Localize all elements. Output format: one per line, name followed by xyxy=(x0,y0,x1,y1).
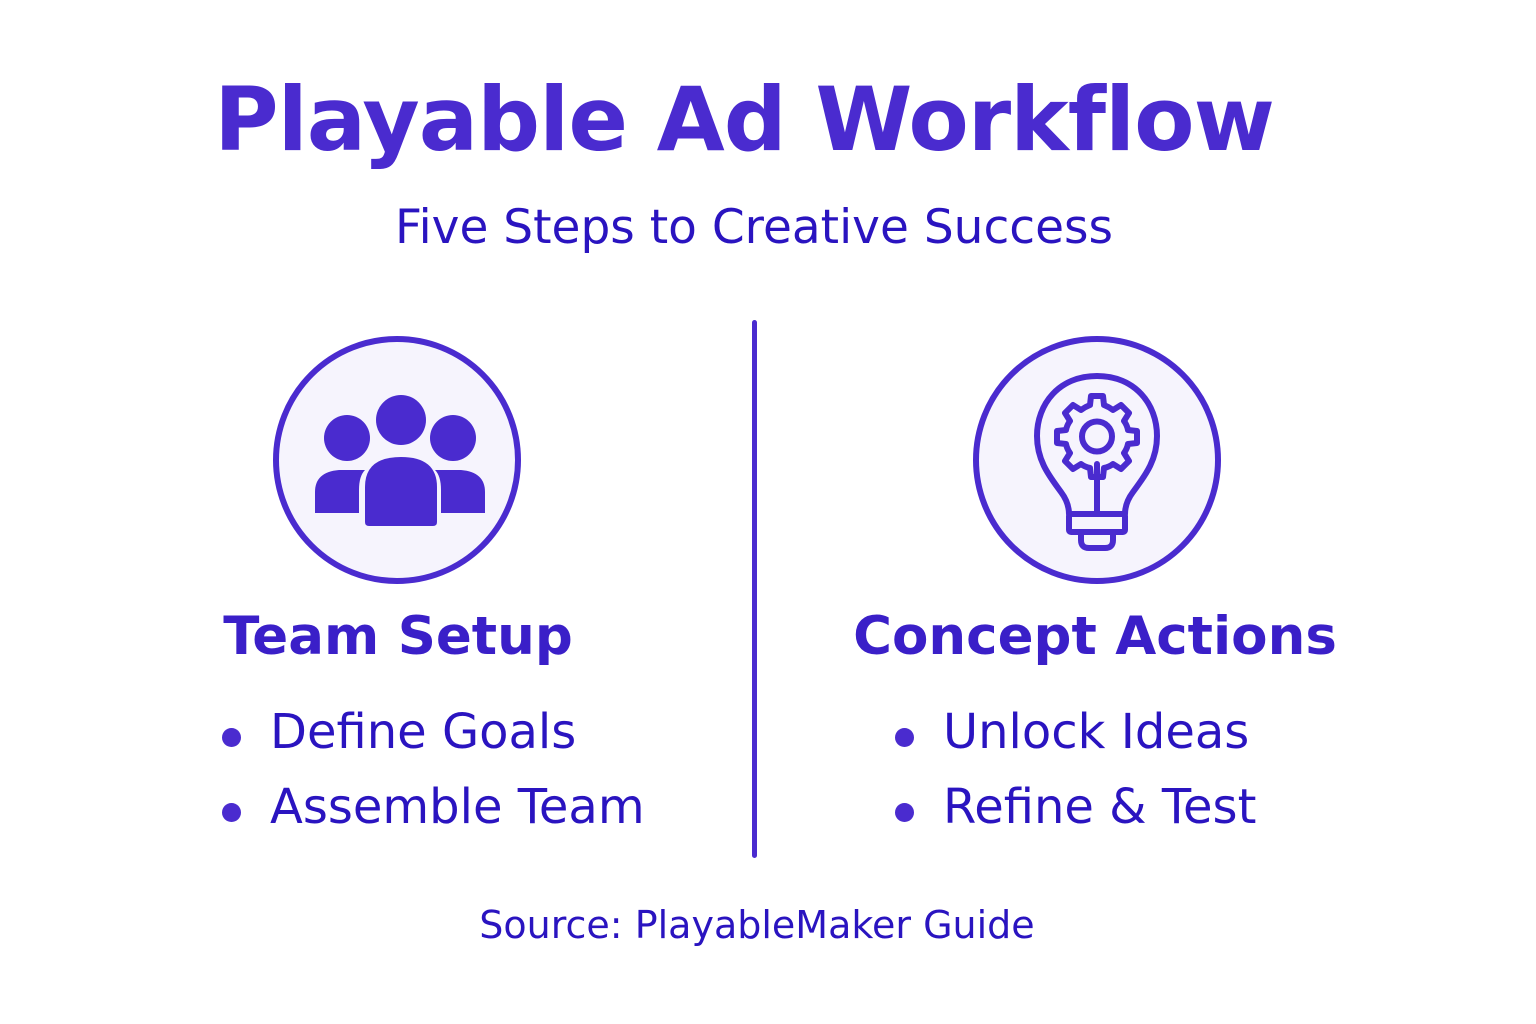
list-item: Assemble Team xyxy=(220,777,645,852)
team-group-icon xyxy=(315,395,485,526)
list-item-label: Refine & Test xyxy=(943,779,1257,835)
bullet-dot-icon xyxy=(895,803,914,822)
page-subtitle: Five Steps to Creative Success xyxy=(394,200,1114,255)
concept-icon-badge xyxy=(973,336,1221,584)
list-item-label: Assemble Team xyxy=(270,779,645,835)
team-icon-badge xyxy=(273,336,521,584)
list-item: Define Goals xyxy=(220,702,645,777)
page-title: Playable Ad Workflow xyxy=(214,68,1275,171)
lightbulb-gear-icon xyxy=(1034,373,1160,551)
bullet-dot-icon xyxy=(895,728,914,747)
section-heading-team-setup: Team Setup xyxy=(223,606,573,667)
section-heading-concept-actions: Concept Actions xyxy=(853,606,1337,667)
bullet-dot-icon xyxy=(222,728,241,747)
vertical-divider xyxy=(752,320,757,858)
list-item-label: Unlock Ideas xyxy=(943,704,1250,760)
list-item: Unlock Ideas xyxy=(893,702,1256,777)
list-item: Refine & Test xyxy=(893,777,1256,852)
team-setup-list: Define Goals Assemble Team xyxy=(220,702,645,852)
list-item-label: Define Goals xyxy=(270,704,577,760)
source-citation: Source: PlayableMaker Guide xyxy=(479,903,1035,947)
concept-actions-list: Unlock Ideas Refine & Test xyxy=(893,702,1256,852)
bullet-dot-icon xyxy=(222,803,241,822)
